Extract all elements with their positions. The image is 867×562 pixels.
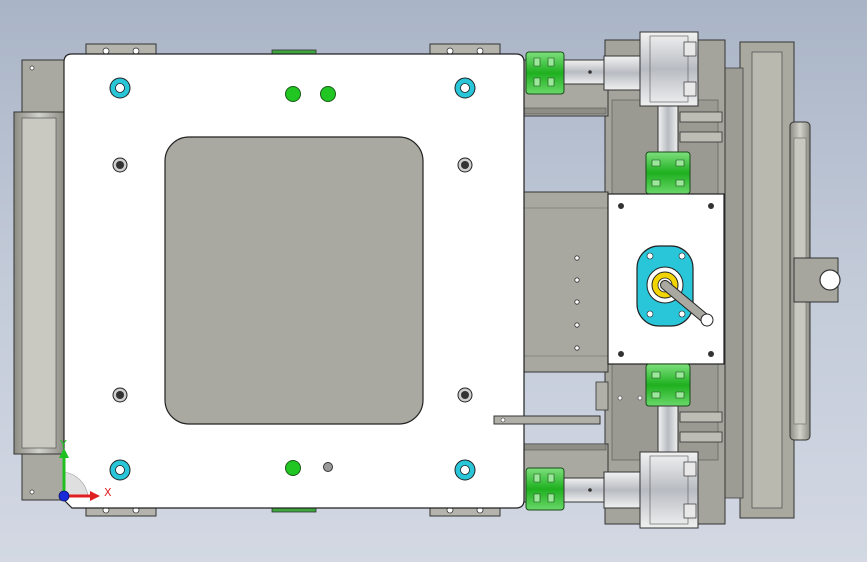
y-axis-label: Y (59, 438, 67, 451)
main-plate[interactable] (63, 53, 525, 509)
left-rail (13, 59, 67, 501)
vertical-shaft-bottom (617, 363, 723, 453)
side-latch (493, 381, 609, 425)
gearbox-plate[interactable] (607, 193, 725, 365)
plate-window-cutout (164, 136, 424, 425)
lifting-eye-hole (819, 269, 841, 291)
dowel-pin-icon (285, 86, 301, 102)
cyan-bolt-icon (109, 77, 131, 99)
x-axis-label: X (104, 486, 112, 499)
dowel-pin-icon (320, 86, 336, 102)
vertical-shaft-top (645, 105, 723, 195)
dowel-pin-icon (285, 460, 301, 476)
cyan-bolt-icon (454, 77, 476, 99)
center-bracket (521, 191, 609, 373)
origin-point (58, 490, 70, 502)
cyan-bolt-icon (109, 459, 131, 481)
bottom-coupling-assembly (525, 451, 699, 529)
cyan-bolt-icon (454, 459, 476, 481)
screw-icon (457, 157, 473, 173)
crank-handle-icon[interactable] (660, 280, 714, 327)
screw-icon (112, 387, 128, 403)
coordinate-triad: X Y (58, 438, 112, 502)
screw-icon (457, 387, 473, 403)
top-coupling-assembly (525, 31, 699, 107)
screw-icon (112, 157, 128, 173)
hole-icon (323, 462, 333, 472)
